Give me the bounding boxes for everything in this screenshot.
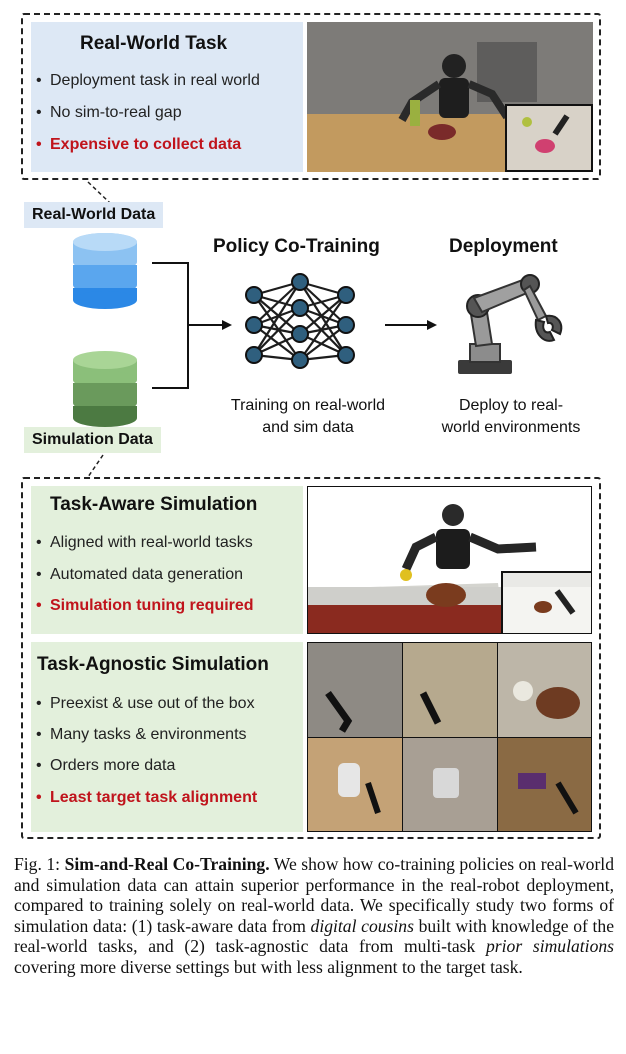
cotraining-desc-line-2: and sim data bbox=[262, 419, 354, 436]
caption-text-3: covering more diverse settings but with … bbox=[14, 956, 523, 977]
real-robot-inset bbox=[505, 104, 593, 172]
real-database-icon bbox=[73, 233, 137, 309]
task-agnostic-sim-grid bbox=[307, 642, 592, 832]
real-world-task-panel bbox=[31, 22, 303, 172]
neural-network-icon bbox=[245, 273, 355, 369]
task-agnostic-highlight: •Least target task alignment bbox=[36, 789, 258, 806]
sim-database-icon bbox=[73, 351, 137, 427]
task-aware-title: Task-Aware Simulation bbox=[50, 494, 258, 515]
simulation-box bbox=[21, 477, 601, 839]
real-robot-photo bbox=[307, 22, 593, 172]
real-task-bullet-1: •Deployment task in real world bbox=[36, 72, 260, 89]
caption-italic-2: prior simulations bbox=[486, 936, 615, 957]
figure-caption: Fig. 1: Sim-and-Real Co-Training. We sho… bbox=[14, 854, 614, 978]
caption-italic-1: digital cousins bbox=[310, 915, 414, 936]
inset-illustration bbox=[522, 114, 570, 153]
cotraining-title: Policy Co-Training bbox=[213, 236, 380, 257]
caption-text-1: We show how co-training policies on real… bbox=[14, 854, 614, 936]
task-aware-sim-image bbox=[307, 486, 592, 634]
task-aware-bullet-1: •Aligned with real-world tasks bbox=[36, 534, 253, 551]
task-aware-panel bbox=[31, 486, 303, 634]
task-aware-highlight: •Simulation tuning required bbox=[36, 597, 254, 614]
caption-text-2: built with knowledge of the real-world t… bbox=[14, 915, 615, 957]
sim-grid-illustration bbox=[308, 643, 591, 831]
simulation-data-tag: Simulation Data bbox=[24, 427, 161, 453]
deployment-desc-line-1: Deploy to real- bbox=[458, 397, 564, 414]
deployment-desc: Deploy to real- world environments bbox=[421, 395, 601, 439]
task-agnostic-bullet-1: •Preexist & use out of the box bbox=[36, 695, 255, 712]
task-aware-inset-illustration bbox=[503, 587, 591, 633]
task-aware-inset bbox=[501, 571, 591, 633]
real-world-task-box bbox=[21, 13, 601, 180]
caption-fig-label: Fig. 1: bbox=[14, 854, 65, 874]
task-agnostic-bullet-3: •Orders more data bbox=[36, 757, 176, 774]
task-agnostic-panel bbox=[31, 642, 303, 832]
deployment-title: Deployment bbox=[449, 236, 558, 257]
real-world-data-tag: Real-World Data bbox=[24, 202, 164, 228]
real-task-highlight: •Expensive to collect data bbox=[36, 136, 242, 153]
cotraining-desc-line-1: Training on real-world bbox=[230, 397, 386, 414]
real-task-bullet-2: •No sim-to-real gap bbox=[36, 104, 182, 121]
real-world-task-title: Real-World Task bbox=[80, 33, 228, 54]
robot-arm-icon bbox=[458, 274, 563, 374]
caption-bold-title: Sim-and-Real Co-Training. bbox=[64, 854, 270, 874]
task-agnostic-title: Task-Agnostic Simulation bbox=[37, 654, 269, 675]
deployment-desc-line-2: world environments bbox=[441, 419, 581, 436]
task-agnostic-bullet-2: •Many tasks & environments bbox=[36, 726, 247, 743]
cotraining-desc: Training on real-world and sim data bbox=[208, 395, 408, 439]
task-aware-bullet-2: •Automated data generation bbox=[36, 566, 244, 583]
